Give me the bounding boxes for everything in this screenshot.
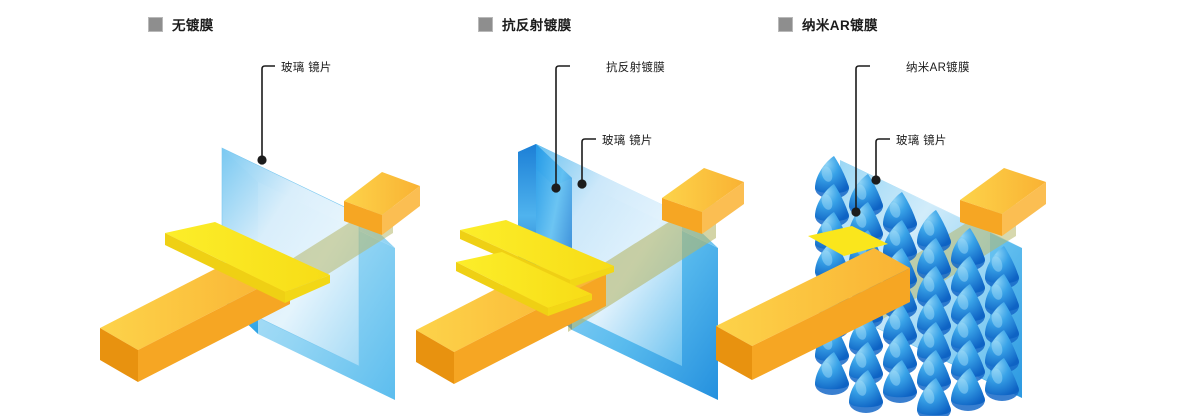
reflected-beam: [165, 222, 330, 303]
panel-header-anti-reflective: 抗反射镀膜: [478, 14, 572, 34]
incident-beam-end: [416, 330, 454, 384]
callout-label-nano-coating: 纳米AR镀膜: [906, 62, 970, 74]
diagram-nano-ar: [716, 65, 1046, 416]
exit-beam-top: [662, 168, 744, 212]
exit-beam-side: [344, 201, 382, 235]
panel-anti-reflective: 抗反射镀膜: [330, 0, 744, 416]
reflected-beam-2-tip: [548, 294, 592, 316]
callout-leader-nano-coating: [851, 65, 870, 217]
incident-beam-top: [716, 248, 910, 346]
callout-label-glass: 玻璃 镜片: [281, 62, 332, 74]
panel-header-uncoated: 无镀膜: [148, 14, 214, 34]
reflected-beam-top: [165, 222, 330, 292]
leader-line: [261, 65, 275, 160]
legend-swatch-icon: [148, 16, 163, 32]
incident-beam-side: [138, 272, 290, 382]
leader-line: [581, 138, 596, 184]
panel-nano-ar: 纳米AR镀膜: [640, 0, 1046, 416]
reflected-beam-2-top: [456, 252, 592, 308]
exit-beam-top: [344, 172, 420, 215]
diagram-anti-reflective: [416, 65, 744, 400]
reflected-beam-2-side: [456, 262, 548, 316]
exit-beam-face: [382, 186, 420, 235]
legend-swatch-icon: [778, 16, 793, 32]
exit-beam-face: [1002, 182, 1046, 236]
negligible-reflection-patch: [808, 226, 888, 256]
incident-beam-side: [752, 268, 910, 380]
callout-leader-ar-coating: [551, 65, 570, 193]
callout-label-glass: 玻璃 镜片: [602, 135, 653, 147]
reflected-beam-2: [456, 252, 592, 316]
callout-label-glass: 玻璃 镜片: [896, 135, 947, 147]
leader-dot: [551, 183, 561, 193]
incident-beam-end: [100, 328, 138, 382]
incident-beam: [716, 248, 910, 380]
leader-dot: [257, 155, 267, 165]
leader-dot: [851, 207, 861, 217]
reflection-patch: [808, 226, 888, 256]
callout-leader-glass: [871, 138, 890, 185]
leader-line: [875, 138, 890, 180]
exit-beam-side: [960, 200, 1002, 236]
callout-leader-glass: [577, 138, 596, 189]
panel-title: 纳米AR镀膜: [802, 18, 878, 33]
panel-title: 抗反射镀膜: [502, 18, 572, 33]
callout-label-ar-coating: 抗反射镀膜: [606, 62, 665, 74]
diagram-uncoated: [100, 65, 420, 400]
reflected-beam-1-tip: [570, 266, 614, 288]
panel-uncoated: 无镀膜: [0, 0, 420, 416]
legend-swatch-icon: [478, 16, 493, 32]
callout-leader-glass: [257, 65, 275, 165]
exit-beam-face: [702, 182, 744, 234]
leader-dot: [577, 179, 587, 189]
reflected-beam-tip: [285, 275, 330, 303]
leader-dot: [871, 175, 881, 185]
leader-line: [855, 65, 870, 212]
reflected-beam-1-top: [460, 220, 614, 280]
panel-header-nano-ar: 纳米AR镀膜: [778, 14, 878, 34]
exit-beam-top: [960, 168, 1046, 214]
leader-line: [555, 65, 570, 188]
incident-beam-end: [716, 326, 752, 380]
panel-title: 无镀膜: [172, 18, 214, 33]
exit-beam-side: [662, 198, 702, 234]
reflected-beam-side: [165, 233, 285, 303]
